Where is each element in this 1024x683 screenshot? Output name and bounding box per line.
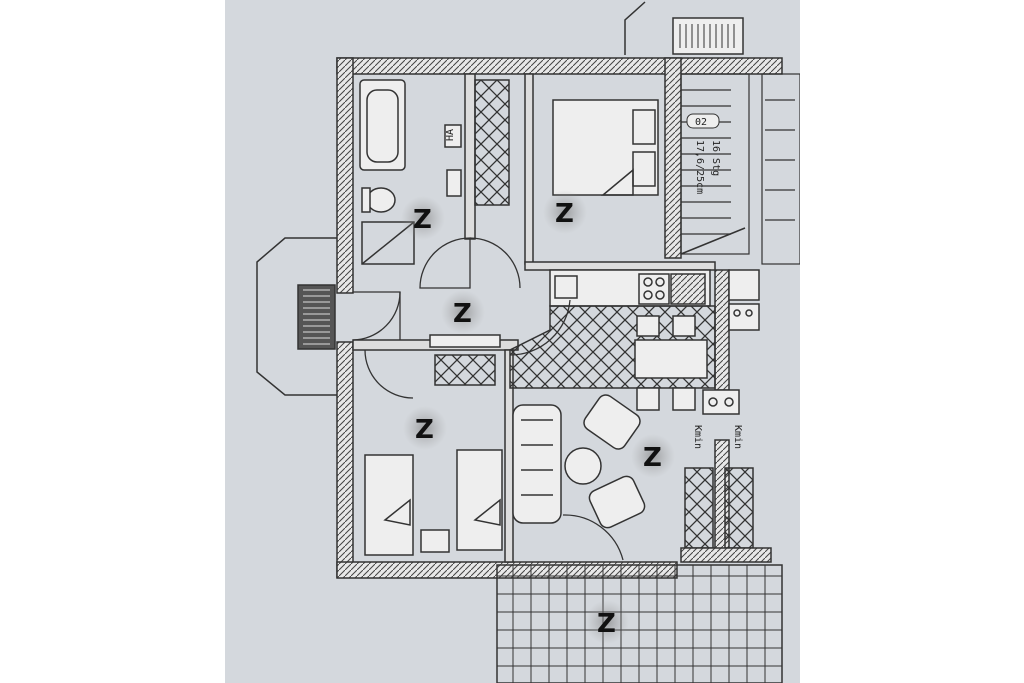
floor-plan-sheet: HA 02 16 Stg 17,6/25cm (225, 0, 800, 683)
cooktop (638, 273, 670, 305)
sofa (512, 404, 562, 524)
single-beds (364, 449, 503, 556)
wardrobe-bottom (429, 334, 501, 386)
svg-text:Z: Z (415, 415, 434, 445)
utility-label: HA (445, 129, 456, 141)
stair-info-dimensions: 17,6/25cm (694, 140, 705, 194)
shower (361, 221, 415, 265)
utility-box (444, 124, 462, 148)
sink (446, 169, 462, 197)
bathroom (359, 79, 462, 265)
stair-label: 02 (695, 117, 707, 128)
arrow-marker-icon: Z Z Z Z Z Z (413, 199, 662, 639)
svg-text:Z: Z (413, 205, 432, 235)
chimneys (684, 389, 754, 549)
kitchen-sink (554, 275, 578, 299)
living-room-furniture (512, 394, 646, 529)
toilet (366, 187, 396, 213)
dining-table (634, 339, 708, 379)
floor-plan: HA 02 16 Stg 17,6/25cm (256, 1, 800, 683)
bay-window (256, 237, 340, 396)
kitchen (549, 269, 760, 331)
svg-text:Z: Z (555, 199, 574, 229)
wardrobe-top (474, 79, 510, 206)
stair-info-steps: 16 Stg (710, 140, 721, 176)
bathtub (359, 79, 406, 171)
stair-label-box (686, 113, 720, 129)
chimney-label-right: Kmin (732, 425, 743, 449)
svg-text:Z: Z (597, 609, 616, 639)
armchair-1 (583, 394, 641, 450)
dining-area (509, 305, 716, 411)
svg-text:Z: Z (453, 299, 472, 329)
external-wall-top-right (624, 1, 744, 55)
double-bed (552, 99, 659, 196)
coffee-table (564, 447, 602, 485)
room-markers (401, 190, 675, 644)
svg-text:Z: Z (643, 443, 662, 473)
staircase (680, 73, 800, 265)
terrace (496, 547, 783, 683)
chimney-label-left: Kmin (692, 425, 703, 449)
hall-doors (352, 237, 624, 561)
armchair-2 (588, 475, 646, 529)
